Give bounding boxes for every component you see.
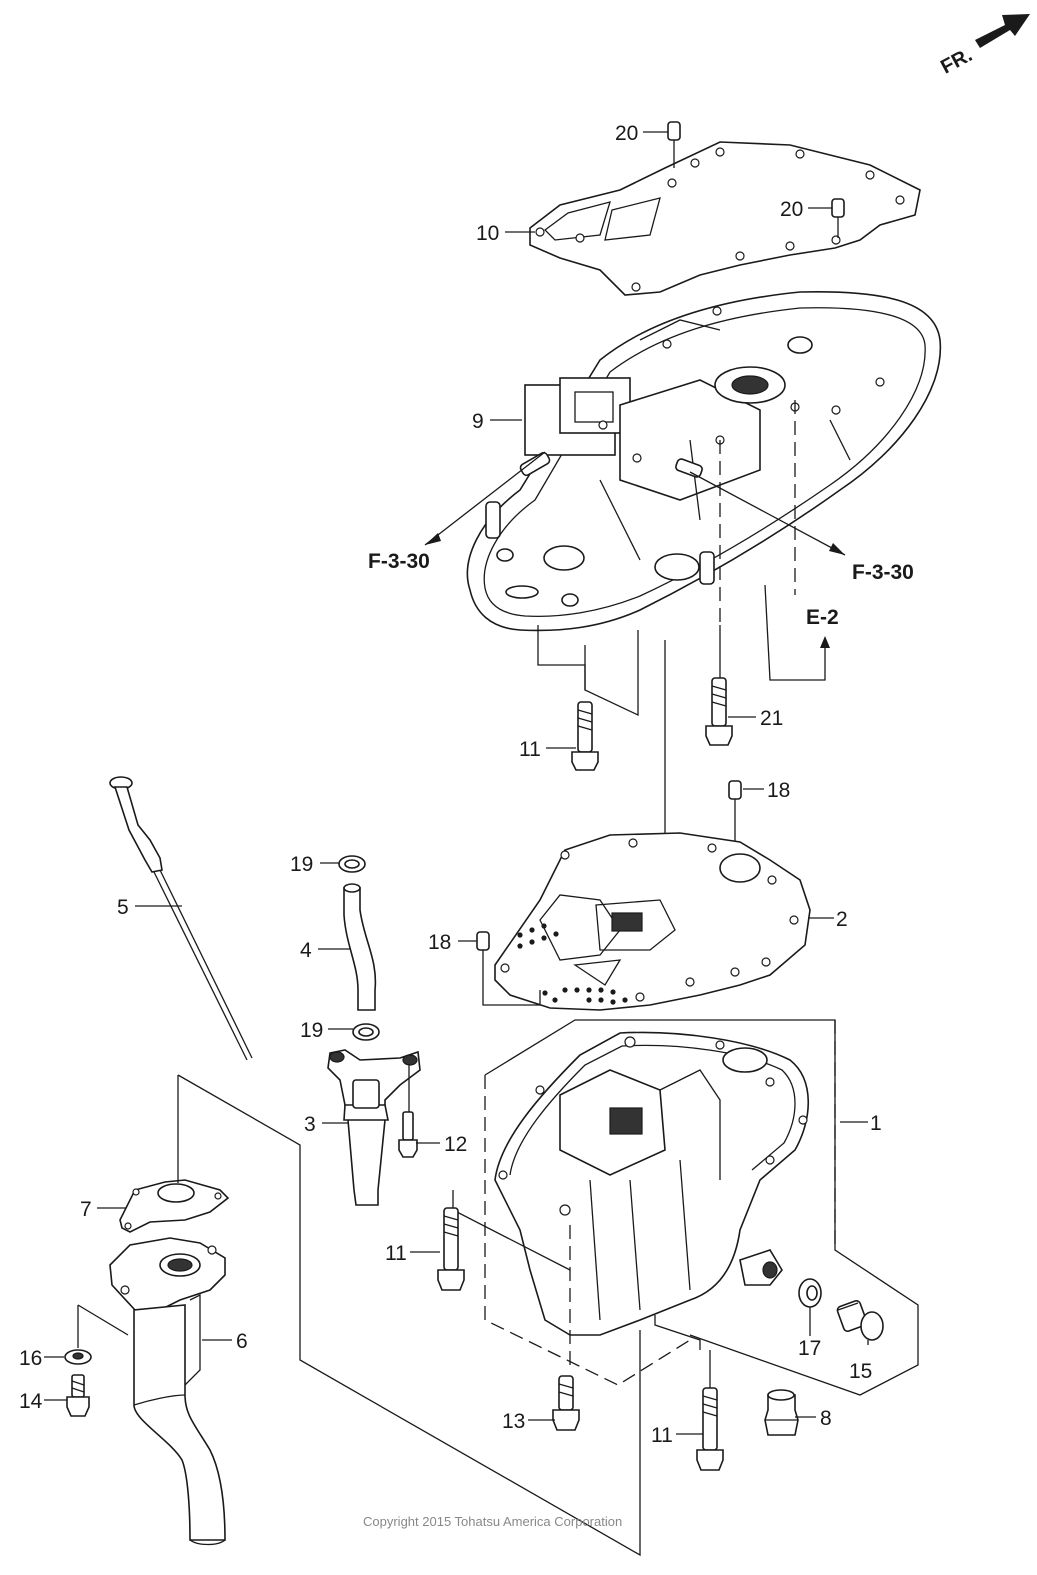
- part-11-bolt: [696, 1350, 724, 1471]
- callout-17: 17: [798, 1337, 821, 1360]
- callout-8: 8: [820, 1407, 832, 1430]
- callout-2: 2: [836, 908, 848, 931]
- part-18-dowel-pin: [476, 931, 541, 1006]
- part-20-dowel-pin: [667, 121, 681, 168]
- callout-5: 5: [117, 896, 129, 919]
- part-2-gasket: [494, 832, 811, 1011]
- part-10-gasket: [529, 141, 921, 296]
- part-11-bolt: [571, 701, 599, 771]
- part-8-grommet: [764, 1389, 799, 1436]
- part-4-oil-tube: [343, 883, 377, 1011]
- part-7-gasket: [119, 1179, 230, 1233]
- callout-21: 21: [760, 707, 783, 730]
- reference-f-3-30-left: F-3-30: [368, 550, 430, 573]
- callout-11-upper: 11: [519, 738, 541, 761]
- part-19-o-ring: [338, 855, 366, 873]
- callout-10: 10: [476, 222, 499, 245]
- callout-4: 4: [300, 939, 312, 962]
- callout-14: 14: [19, 1390, 43, 1413]
- part-6-oil-pipe: [109, 1237, 226, 1546]
- reference-f-3-30-right: F-3-30: [852, 561, 914, 584]
- part-3-oil-strainer: [327, 1049, 421, 1206]
- part-1-oil-pan: [494, 1031, 809, 1336]
- callout-18-lower: 18: [428, 931, 451, 954]
- part-17-gasket: [798, 1278, 822, 1308]
- callout-16: 16: [19, 1347, 42, 1370]
- callout-18-upper: 18: [767, 779, 790, 802]
- part-9-engine-holder: [466, 290, 942, 632]
- part-19-o-ring: [352, 1023, 380, 1041]
- callout-19-lower: 19: [300, 1019, 323, 1042]
- part-14-bolt: [66, 1374, 90, 1417]
- callout-7: 7: [80, 1198, 92, 1221]
- reference-e-2: E-2: [806, 606, 839, 629]
- part-15-drain-plug: [836, 1300, 884, 1341]
- part-5-oil-level-gauge: [109, 776, 253, 1061]
- part-11-bolt: [437, 1207, 465, 1291]
- callout-20-upper: 20: [615, 122, 638, 145]
- part-12-bolt: [398, 1065, 418, 1158]
- part-13-bolt: [552, 1375, 580, 1431]
- front-direction-label: FR.: [937, 44, 976, 79]
- callout-15: 15: [849, 1360, 872, 1383]
- callout-6: 6: [236, 1330, 248, 1353]
- copyright-notice: Copyright 2015 Tohatsu America Corporati…: [363, 1514, 622, 1529]
- part-21-bolt: [705, 677, 733, 746]
- callout-13: 13: [502, 1410, 525, 1433]
- callout-11-lower: 11: [651, 1424, 673, 1447]
- callout-12: 12: [444, 1133, 467, 1156]
- callout-11-middle: 11: [385, 1242, 407, 1265]
- callout-1: 1: [870, 1112, 882, 1135]
- front-direction-arrow-icon: [975, 14, 1030, 48]
- part-18-dowel-pin: [728, 780, 742, 848]
- callout-19-upper: 19: [290, 853, 313, 876]
- part-16-washer: [64, 1349, 92, 1365]
- callout-9: 9: [472, 410, 484, 433]
- callout-leaders: [44, 131, 869, 1435]
- callout-3: 3: [304, 1113, 316, 1136]
- callout-20-lower: 20: [780, 198, 803, 221]
